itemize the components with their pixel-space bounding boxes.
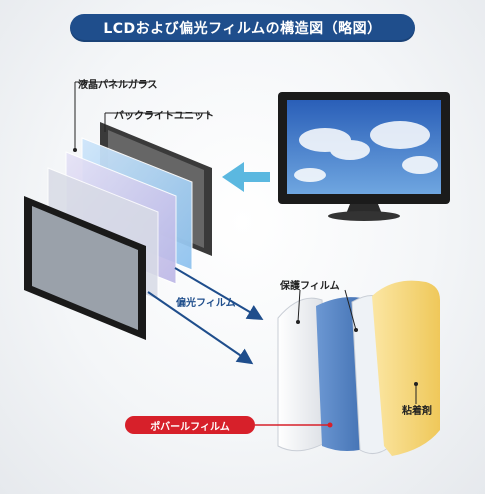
diagram-title: LCDおよび偏光フィルムの構造図（略図） <box>103 21 382 37</box>
label-polarizing-film: 偏光フィルム <box>176 298 236 309</box>
label-protective-film: 保護フィルム <box>280 281 340 292</box>
label-adhesive: 粘着剤 <box>402 406 432 417</box>
leader-protective-dot <box>296 320 300 324</box>
screen-clouds <box>294 121 438 182</box>
front-panel-layer <box>24 196 146 340</box>
label-backlight-unit: バックライトユニット <box>114 111 214 122</box>
leader-protective2-dot <box>354 328 358 332</box>
lcd-monitor <box>278 92 450 221</box>
label-pova-film: ポバールフィルム <box>150 421 230 433</box>
explode-arrow-icon <box>222 162 270 192</box>
label-lcd-panel-glass: 液晶パネルガラス <box>78 80 158 91</box>
adhesive-sheet <box>372 280 440 456</box>
leader-adhesive-dot <box>414 382 418 386</box>
monitor-stand <box>328 211 400 221</box>
polarizer-cross-section <box>277 280 440 456</box>
title-banner: LCDおよび偏光フィルムの構造図（略図） <box>70 14 415 42</box>
polarizer-arrow-lower-icon <box>147 291 254 365</box>
pova-film-badge: ポバールフィルム <box>125 416 255 434</box>
leader-glass-dot <box>73 148 77 152</box>
leader-protective2-line <box>344 289 357 331</box>
leader-protective-line <box>297 289 301 323</box>
leader-pova-dot <box>327 422 333 428</box>
polarizer-arrow-upper-icon <box>174 267 264 321</box>
